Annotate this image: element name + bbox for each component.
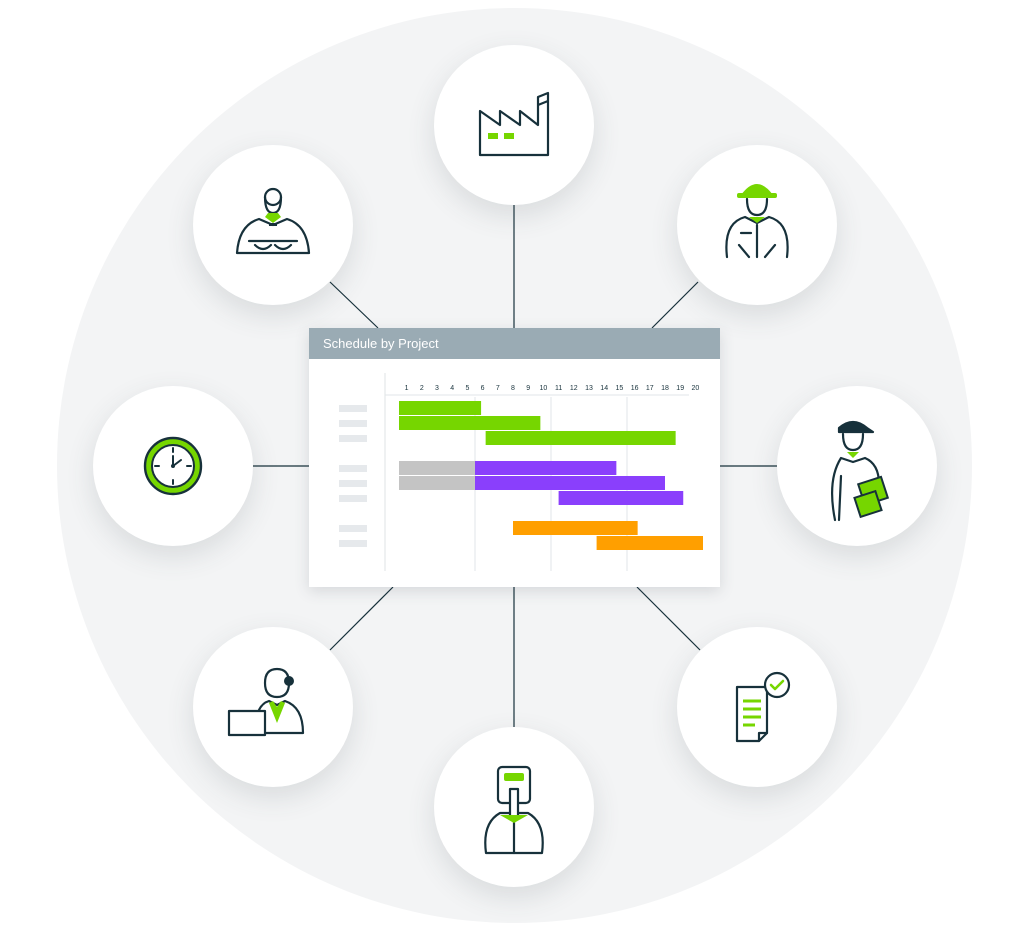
row-label-placeholder bbox=[339, 420, 367, 427]
tick-label: 18 bbox=[661, 385, 669, 392]
tick-label: 3 bbox=[435, 385, 439, 392]
node-inspector bbox=[777, 386, 937, 546]
hardhat-worker-icon bbox=[725, 184, 789, 259]
gantt-bar bbox=[485, 431, 676, 445]
gantt-bar bbox=[475, 476, 665, 490]
tick-label: 14 bbox=[600, 385, 608, 392]
node-supervisor bbox=[193, 145, 353, 305]
tick-label: 4 bbox=[450, 385, 454, 392]
row-label-placeholder bbox=[339, 540, 367, 547]
node-document bbox=[677, 627, 837, 787]
tick-label: 8 bbox=[511, 385, 515, 392]
connector-bottom-right bbox=[636, 586, 701, 651]
tick-label: 7 bbox=[496, 385, 500, 392]
gantt-bar bbox=[475, 461, 617, 475]
clock-icon bbox=[143, 436, 203, 496]
tick-label: 16 bbox=[631, 385, 639, 392]
node-hardhat-worker bbox=[677, 145, 837, 305]
supervisor-with-tablet-icon bbox=[235, 187, 311, 255]
tick-label: 2 bbox=[420, 385, 424, 392]
tick-label: 12 bbox=[570, 385, 578, 392]
tick-label: 17 bbox=[646, 385, 654, 392]
row-label-placeholder bbox=[339, 435, 367, 442]
row-label-placeholder bbox=[339, 465, 367, 472]
worker-with-clipboard-icon bbox=[831, 420, 890, 522]
tick-label: 5 bbox=[465, 385, 469, 392]
row-label-placeholder bbox=[339, 480, 367, 487]
tick-label: 15 bbox=[616, 385, 624, 392]
gantt-bar bbox=[399, 401, 482, 415]
gantt-bar bbox=[596, 536, 703, 550]
gantt-bar bbox=[558, 491, 684, 505]
node-clock bbox=[93, 386, 253, 546]
tick-label: 9 bbox=[526, 385, 530, 392]
gantt-bar bbox=[399, 461, 475, 475]
tick-label: 11 bbox=[555, 385, 562, 392]
tick-label: 10 bbox=[540, 385, 548, 392]
connector-top-left bbox=[329, 281, 379, 329]
node-factory bbox=[434, 45, 594, 205]
factory-icon bbox=[478, 91, 550, 157]
row-label-placeholder bbox=[339, 525, 367, 532]
tick-label: 19 bbox=[676, 385, 684, 392]
connector-top-right bbox=[651, 281, 699, 329]
gantt-bar bbox=[399, 476, 475, 490]
tick-label: 1 bbox=[405, 385, 409, 392]
approved-document-icon bbox=[735, 671, 791, 743]
node-scanner-worker bbox=[434, 727, 594, 887]
gantt-bar bbox=[513, 521, 638, 535]
worker-with-scanner-icon bbox=[484, 765, 544, 855]
tick-label: 20 bbox=[692, 385, 700, 392]
node-office-worker bbox=[193, 627, 353, 787]
connector-bottom-left bbox=[329, 586, 394, 651]
gantt-bar bbox=[399, 416, 541, 430]
laptop-worker-icon bbox=[227, 667, 305, 737]
panel-title: Schedule by Project bbox=[309, 328, 720, 359]
tick-label: 6 bbox=[481, 385, 485, 392]
row-label-placeholder bbox=[339, 405, 367, 412]
tick-label: 13 bbox=[585, 385, 593, 392]
row-label-placeholder bbox=[339, 495, 367, 502]
